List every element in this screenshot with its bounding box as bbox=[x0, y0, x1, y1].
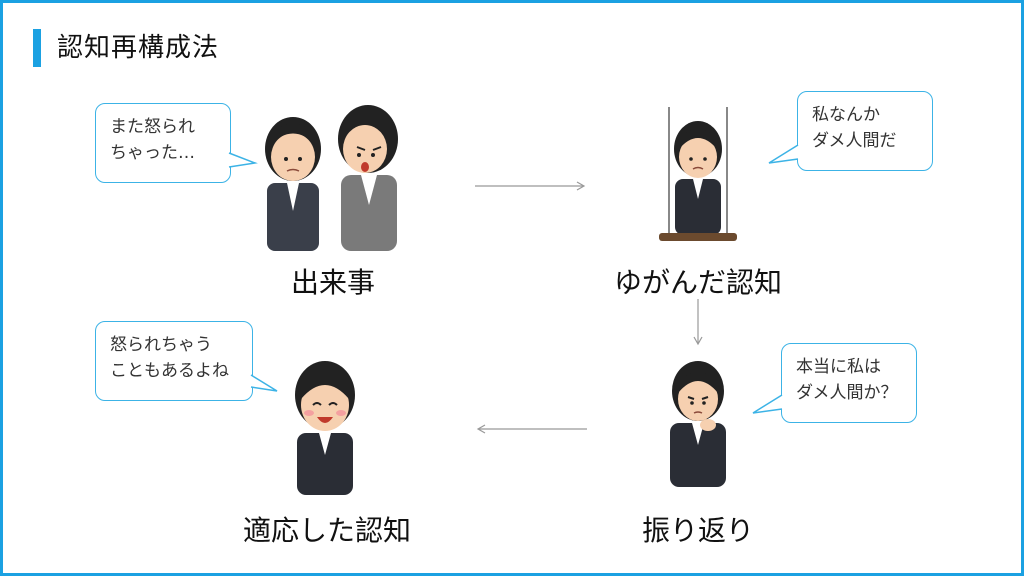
illustration-thinking-woman bbox=[670, 361, 726, 487]
arrow-left bbox=[476, 424, 587, 434]
step-label-distorted: ゆがんだ認知 bbox=[613, 266, 782, 299]
arrow-down bbox=[693, 299, 703, 346]
illustration-swing-woman bbox=[659, 107, 737, 241]
illustration-scolded-women bbox=[265, 105, 398, 251]
step-label-reflection: 振り返り bbox=[641, 514, 754, 547]
bubble-line: 本当に私は bbox=[796, 357, 881, 377]
arrow-right bbox=[475, 181, 586, 191]
step-label-adaptive: 適応した認知 bbox=[242, 514, 411, 547]
bubble-line: こともあるよね bbox=[110, 361, 229, 381]
bubble-tail-distorted bbox=[768, 144, 799, 164]
bubble-line: 私なんか bbox=[812, 105, 880, 125]
bubble-line: ダメ人間か？ bbox=[796, 383, 898, 403]
bubble-tail-adaptive bbox=[250, 374, 278, 392]
step-label-event: 出来事 bbox=[290, 266, 375, 299]
bubble-line: ちゃった… bbox=[110, 143, 195, 163]
bubble-line: また怒られ bbox=[110, 117, 195, 137]
illustration-smiling-woman bbox=[295, 361, 355, 495]
speech-bubble-event: また怒られ ちゃった… bbox=[95, 103, 231, 183]
slide-title: 認知再構成法 bbox=[57, 33, 220, 63]
bubble-tail-event bbox=[228, 152, 258, 168]
speech-bubble-adaptive: 怒られちゃう こともあるよね bbox=[95, 321, 253, 401]
title-accent-bar bbox=[33, 29, 41, 67]
bubble-tail-reflection bbox=[752, 394, 783, 414]
speech-bubble-reflection: 本当に私は ダメ人間か？ bbox=[781, 343, 917, 423]
bubble-line: 怒られちゃう bbox=[110, 335, 212, 355]
bubble-line: ダメ人間だ bbox=[812, 131, 897, 151]
speech-bubble-distorted: 私なんか ダメ人間だ bbox=[797, 91, 933, 171]
